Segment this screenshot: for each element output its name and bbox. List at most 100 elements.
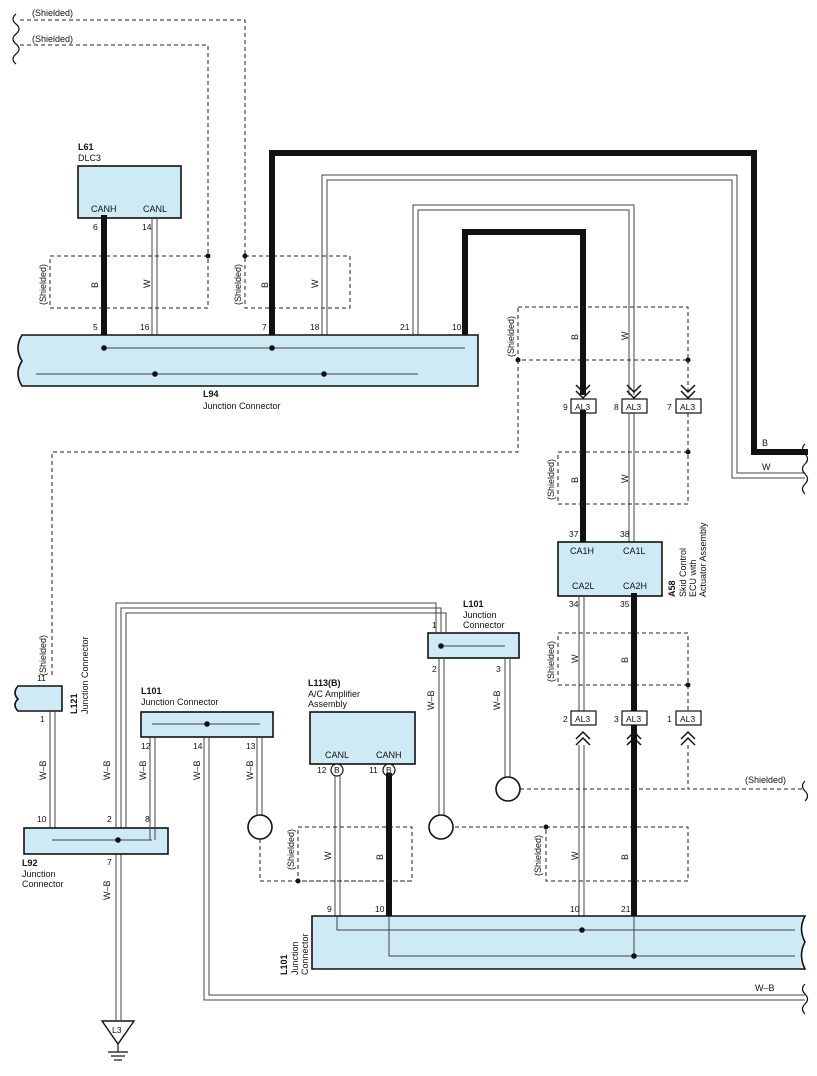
- svg-text:W–B: W–B: [245, 760, 255, 780]
- svg-text:W–B: W–B: [102, 880, 112, 900]
- canl-label: CANL: [143, 204, 167, 214]
- svg-text:34: 34: [569, 599, 579, 609]
- svg-text:3: 3: [614, 714, 619, 724]
- svg-text:W–B: W–B: [755, 983, 775, 993]
- l61-name: DLC3: [78, 153, 101, 163]
- svg-text:(Shielded): (Shielded): [546, 641, 556, 682]
- svg-text:(Shielded): (Shielded): [38, 264, 48, 305]
- svg-text:(Shielded): (Shielded): [745, 775, 786, 785]
- svg-text:Skid Control: Skid Control: [678, 548, 688, 597]
- svg-text:W: W: [762, 462, 771, 472]
- svg-text:W: W: [570, 851, 580, 860]
- svg-text:B: B: [570, 334, 580, 340]
- top-shielded-lines: (Shielded) (Shielded): [12, 8, 246, 256]
- svg-text:W: W: [142, 279, 152, 288]
- svg-text:18: 18: [310, 322, 320, 332]
- svg-text:10: 10: [452, 322, 462, 332]
- svg-text:5: 5: [93, 322, 98, 332]
- svg-text:Junction Connector: Junction Connector: [80, 636, 90, 714]
- svg-text:Junction: Junction: [463, 610, 497, 620]
- svg-text:B: B: [762, 438, 768, 448]
- svg-text:2: 2: [563, 714, 568, 724]
- svg-text:(Shielded): (Shielded): [286, 829, 296, 870]
- svg-text:7: 7: [262, 322, 267, 332]
- svg-text:AL3: AL3: [575, 402, 590, 412]
- svg-text:L3: L3: [112, 1025, 122, 1035]
- l61-id: L61: [78, 142, 94, 152]
- svg-text:W: W: [570, 654, 580, 663]
- svg-text:AL3: AL3: [626, 402, 641, 412]
- l61-dlc3-connector: L61 DLC3 CANH CANL: [77, 142, 182, 219]
- svg-text:L101: L101: [463, 599, 484, 609]
- svg-text:A/C Amplifier: A/C Amplifier: [308, 689, 360, 699]
- svg-text:AL3: AL3: [575, 714, 590, 724]
- shielded-label: (Shielded): [32, 34, 73, 44]
- svg-text:10: 10: [570, 904, 580, 914]
- svg-text:9: 9: [327, 904, 332, 914]
- l101-junction-connector-upper: L101 Junction Connector: [427, 599, 520, 659]
- svg-text:11: 11: [369, 765, 378, 775]
- svg-text:CA2L: CA2L: [572, 581, 595, 591]
- svg-text:B: B: [570, 477, 580, 483]
- svg-text:Connector: Connector: [300, 933, 310, 975]
- svg-text:B: B: [620, 854, 630, 860]
- svg-text:1: 1: [667, 714, 672, 724]
- svg-text:W–B: W–B: [492, 690, 502, 710]
- svg-text:CA1H: CA1H: [570, 546, 594, 556]
- svg-text:1: 1: [40, 714, 45, 724]
- al3-upper-connectors: AL3 AL3 AL3 9 8 7: [563, 384, 702, 414]
- svg-text:CA1L: CA1L: [623, 546, 646, 556]
- a58-skid-control-ecu: CA1H CA1L CA2L CA2H A58 Skid Control ECU…: [557, 522, 708, 597]
- svg-text:B: B: [620, 657, 630, 663]
- svg-text:Assembly: Assembly: [308, 699, 348, 709]
- svg-text:38: 38: [620, 529, 630, 539]
- svg-text:6: 6: [93, 222, 98, 232]
- svg-text:Junction: Junction: [22, 869, 56, 879]
- l113-ac-amplifier: L113(B) A/C Amplifier Assembly CANL CANH: [308, 678, 416, 765]
- svg-text:B: B: [386, 765, 392, 775]
- al3-lower-connectors: AL3 AL3 AL3 2 3 1: [563, 710, 702, 746]
- svg-text:L113(B): L113(B): [308, 678, 341, 688]
- svg-text:W–B: W–B: [426, 690, 436, 710]
- svg-text:14: 14: [193, 741, 203, 751]
- svg-text:W–B: W–B: [138, 760, 148, 780]
- svg-text:(Shielded): (Shielded): [546, 459, 556, 500]
- svg-text:7: 7: [667, 402, 672, 412]
- svg-text:CANH: CANH: [376, 750, 402, 760]
- svg-text:Junction Connector: Junction Connector: [141, 697, 219, 707]
- svg-text:L92: L92: [22, 858, 38, 868]
- svg-text:11: 11: [37, 673, 46, 683]
- l94-id: L94: [203, 389, 219, 399]
- l101-junction-connector-middle: L101 Junction Connector: [140, 686, 274, 738]
- svg-text:1: 1: [432, 620, 437, 630]
- svg-text:W: W: [323, 851, 333, 860]
- svg-text:CA2H: CA2H: [623, 581, 647, 591]
- svg-text:12: 12: [317, 765, 327, 775]
- svg-text:2: 2: [432, 664, 437, 674]
- svg-text:L101: L101: [141, 686, 162, 696]
- svg-text:12: 12: [141, 741, 151, 751]
- svg-text:10: 10: [375, 904, 385, 914]
- svg-text:W–B: W–B: [192, 760, 202, 780]
- shielded-label: (Shielded): [32, 8, 73, 18]
- svg-text:A58: A58: [667, 580, 677, 597]
- svg-text:(Shielded): (Shielded): [506, 316, 516, 357]
- svg-text:CANL: CANL: [325, 750, 349, 760]
- ground-l3: L3: [100, 1020, 136, 1061]
- svg-text:B: B: [90, 282, 100, 288]
- svg-text:W: W: [620, 474, 630, 483]
- svg-text:AL3: AL3: [680, 402, 695, 412]
- svg-text:35: 35: [620, 599, 630, 609]
- svg-text:14: 14: [142, 222, 152, 232]
- svg-text:8: 8: [145, 814, 150, 824]
- svg-text:7: 7: [107, 857, 112, 867]
- l94-junction-connector: L94 Junction Connector: [17, 334, 479, 411]
- canh-label: CANH: [91, 204, 117, 214]
- svg-text:Connector: Connector: [463, 620, 505, 630]
- l121-junction-connector: L121 Junction Connector: [14, 636, 90, 714]
- svg-text:(Shielded): (Shielded): [533, 835, 543, 876]
- svg-text:B: B: [334, 765, 340, 775]
- l94-name: Junction Connector: [203, 401, 281, 411]
- svg-text:8: 8: [614, 402, 619, 412]
